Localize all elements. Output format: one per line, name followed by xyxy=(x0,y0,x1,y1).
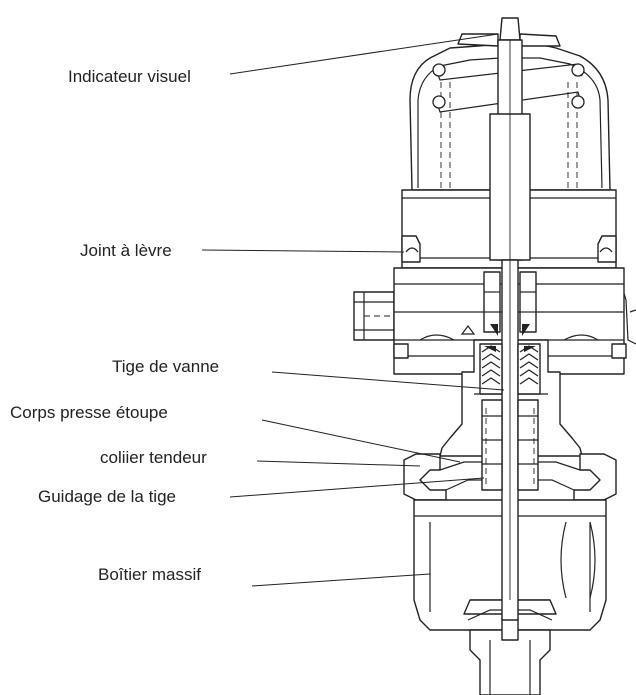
label-collier-tendeur: coliier tendeur xyxy=(100,448,207,467)
leader-lines xyxy=(201,33,505,587)
leader-indicateur-visuel xyxy=(229,33,499,75)
labels: Indicateur visuel Joint à lèvre Tige de … xyxy=(10,67,219,584)
label-joint-a-levre: Joint à lèvre xyxy=(80,241,172,260)
chevron-packing xyxy=(479,343,541,395)
leader-tige-de-vanne xyxy=(271,371,505,391)
leader-joint-a-levre xyxy=(201,249,405,253)
leader-collier-tendeur xyxy=(256,460,421,467)
valve-outlet xyxy=(463,599,557,695)
label-boitier-massif: Boîtier massif xyxy=(98,565,201,584)
label-guidage-de-la-tige: Guidage de la tige xyxy=(38,487,176,506)
label-corps-presse-etoupe: Corps presse étoupe xyxy=(10,403,168,422)
leader-corps-presse-etoupe xyxy=(261,419,461,463)
upper-bushing xyxy=(483,271,537,336)
valve-stem xyxy=(489,17,531,621)
spring-guides xyxy=(440,82,578,190)
stem-guide xyxy=(481,399,539,491)
label-tige-de-vanne: Tige de vanne xyxy=(112,357,219,376)
leader-boitier-massif xyxy=(251,573,431,587)
label-indicateur-visuel: Indicateur visuel xyxy=(68,67,191,86)
leader-guidage-de-la-tige xyxy=(229,477,485,498)
